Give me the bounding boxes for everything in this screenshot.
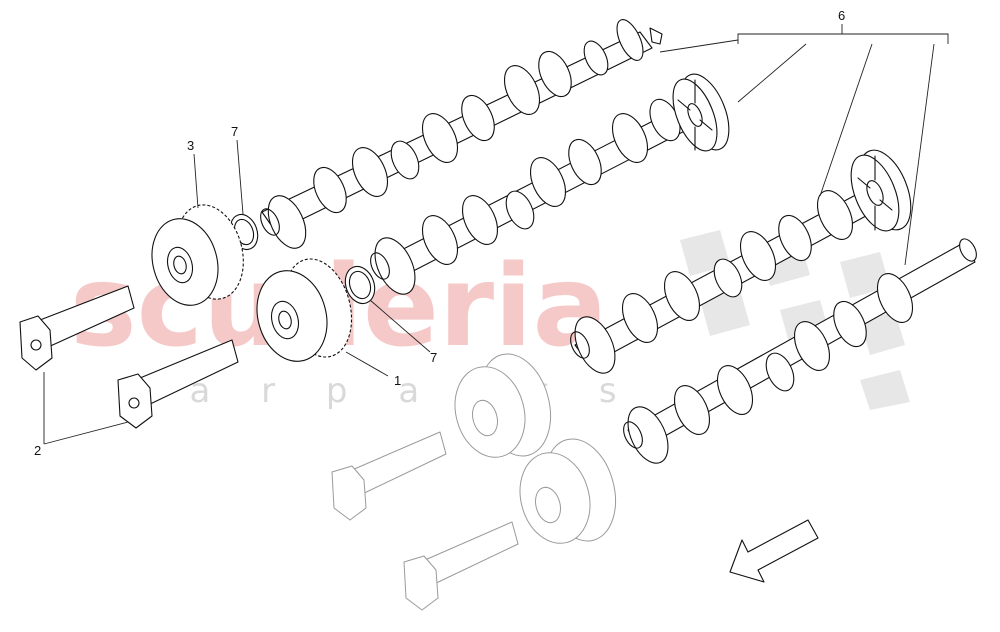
- ghost-phaser-gear-lower: [519, 438, 616, 544]
- camshaft-upper-2: [370, 73, 730, 295]
- callout-2: 2: [34, 443, 41, 458]
- ghost-phaser-gear-upper: [454, 353, 551, 458]
- direction-arrow-icon: [729, 519, 819, 583]
- callout-labels: 1 2 3 6 7 7: [34, 8, 845, 458]
- callout-3: 3: [187, 138, 194, 153]
- camshaft-upper-1: [260, 19, 663, 249]
- callout-6: 6: [838, 8, 845, 23]
- callout-7-upper: 7: [231, 124, 238, 139]
- ghost-phaser-bolt-upper: [331, 431, 447, 521]
- pulse-wheel-upper: [672, 73, 730, 152]
- sealing-ring-lower: [344, 265, 376, 305]
- camshaft-lower-2: [623, 238, 977, 464]
- pulse-wheel-lower: [850, 149, 912, 232]
- phaser-bolt-upper: [19, 285, 135, 371]
- cam-phaser-gear-lower: [256, 258, 353, 362]
- phaser-bolt-lower: [117, 339, 239, 429]
- cam-phaser-gear-upper: [151, 204, 244, 306]
- ghost-phaser-bolt-lower: [403, 521, 519, 611]
- callout-1: 1: [394, 373, 401, 388]
- callout-leaders: [43, 24, 949, 445]
- callout-7-lower: 7: [430, 350, 437, 365]
- camshaft-lower-1: [570, 149, 912, 374]
